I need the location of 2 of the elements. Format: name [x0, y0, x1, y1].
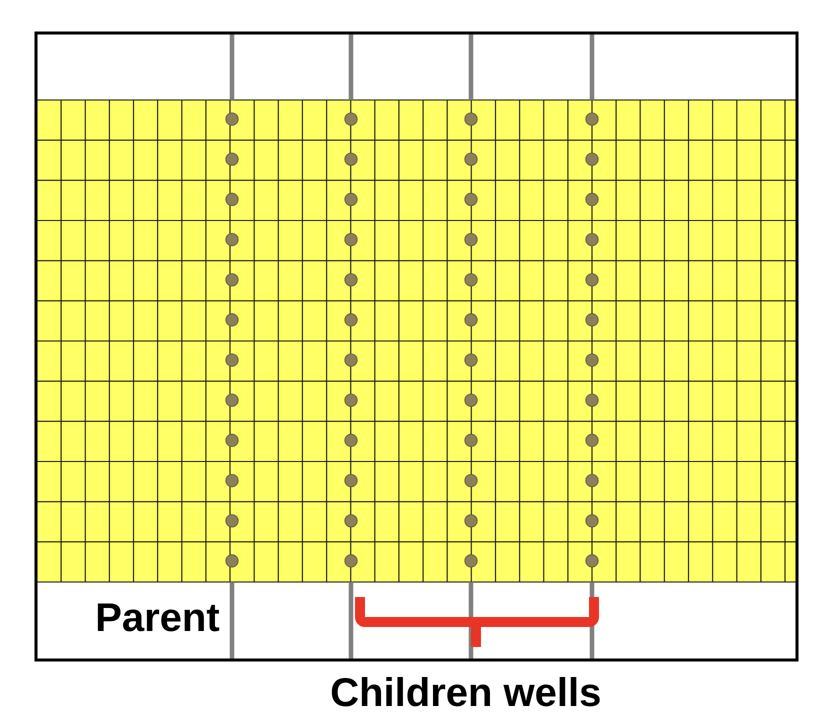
text-label: Children wells — [332, 677, 600, 706]
text-label: Parent — [98, 603, 220, 632]
